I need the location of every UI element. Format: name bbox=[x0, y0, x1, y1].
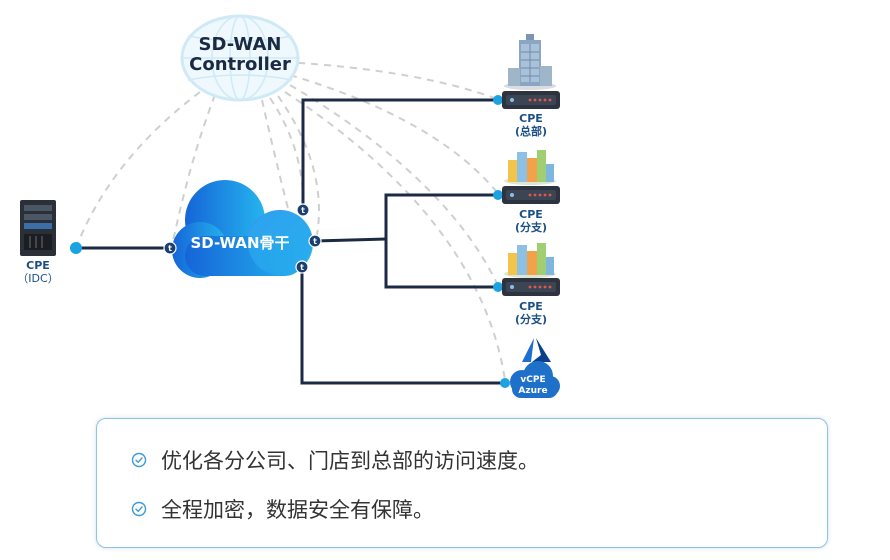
feature-item-2: 全程加密，数据安全有保障。 bbox=[131, 494, 434, 524]
azure-label-line1: vCPE bbox=[520, 375, 545, 385]
svg-text:t: t bbox=[300, 263, 304, 272]
endpoint-dots bbox=[70, 95, 510, 388]
hq-label-line2: (总部) bbox=[514, 125, 548, 138]
dashed-link-branch1 bbox=[289, 74, 501, 197]
dashed-link-backbone-bottom bbox=[261, 99, 304, 267]
idc-label: CPE （IDC） bbox=[14, 259, 62, 285]
branch1-label: CPE (分支) bbox=[505, 208, 557, 234]
feature-text-2: 全程加密，数据安全有保障。 bbox=[161, 498, 434, 522]
dot-idc bbox=[70, 242, 82, 254]
azure-logo-icon bbox=[522, 338, 551, 362]
hq-label-line1: CPE bbox=[519, 112, 543, 125]
link-backbone-branches bbox=[314, 237, 387, 243]
controller-label-line1: SD-WAN bbox=[199, 34, 282, 55]
backbone-cloud: SD-WAN骨干 bbox=[172, 180, 313, 278]
feature-text-1: 优化各分公司、门店到总部的访问速度。 bbox=[161, 449, 539, 473]
link-branch1 bbox=[384, 193, 498, 239]
link-backbone-azure bbox=[300, 267, 505, 385]
azure-label-line2: Azure bbox=[518, 386, 547, 396]
controller-label-line2: Controller bbox=[189, 54, 291, 75]
branch2-label: CPE (分支) bbox=[505, 300, 557, 326]
port-markers: t t t t bbox=[163, 203, 322, 274]
controller-globe: SD-WAN Controller bbox=[180, 14, 300, 102]
check-circle-icon bbox=[131, 452, 147, 468]
svg-text:t: t bbox=[168, 244, 172, 253]
backbone-label: SD-WAN骨干 bbox=[190, 234, 289, 252]
hq-building-icon bbox=[504, 34, 556, 90]
dashed-link-backbone-left bbox=[171, 94, 216, 247]
branch2-label-line1: CPE bbox=[519, 300, 543, 313]
branch2-router-icon bbox=[502, 278, 560, 296]
link-backbone-hq bbox=[301, 98, 498, 210]
dashed-link-hq bbox=[284, 61, 501, 101]
branch1-label-line2: (分支) bbox=[514, 221, 548, 234]
branch2-label-line2: (分支) bbox=[514, 313, 548, 326]
dot-branch1 bbox=[493, 190, 503, 200]
dashed-link-azure bbox=[284, 91, 506, 381]
branch1-label-line1: CPE bbox=[519, 208, 543, 221]
vcpe-azure-cloud: vCPE Azure bbox=[510, 361, 560, 398]
feature-item-1: 优化各分公司、门店到总部的访问速度。 bbox=[131, 445, 539, 475]
port-right: t bbox=[308, 234, 322, 248]
idc-label-line2: （IDC） bbox=[17, 272, 59, 285]
link-branch2 bbox=[384, 239, 498, 289]
branch1-buildings-icon bbox=[504, 150, 556, 185]
control-dashed-links bbox=[75, 61, 506, 381]
idc-server-icon bbox=[20, 200, 56, 256]
check-circle-icon bbox=[131, 501, 147, 517]
dashed-link-backbone-right bbox=[277, 95, 320, 241]
hq-label: CPE (总部) bbox=[505, 112, 557, 138]
dot-branch2 bbox=[493, 282, 503, 292]
feature-box: 优化各分公司、门店到总部的访问速度。 全程加密，数据安全有保障。 bbox=[96, 418, 828, 548]
idc-label-line1: CPE bbox=[26, 259, 50, 272]
dashed-link-branch2 bbox=[289, 84, 501, 291]
dot-hq bbox=[493, 95, 503, 105]
hq-router-icon bbox=[502, 91, 560, 109]
svg-text:t: t bbox=[301, 206, 305, 215]
dot-azure bbox=[500, 378, 510, 388]
port-bottom: t bbox=[295, 260, 309, 274]
port-left: t bbox=[163, 241, 177, 255]
branch2-buildings-icon bbox=[504, 243, 556, 278]
branch1-router-icon bbox=[502, 186, 560, 204]
dashed-link-idc bbox=[75, 91, 201, 249]
svg-text:t: t bbox=[313, 237, 317, 246]
data-links bbox=[76, 98, 505, 385]
port-top: t bbox=[296, 203, 310, 217]
